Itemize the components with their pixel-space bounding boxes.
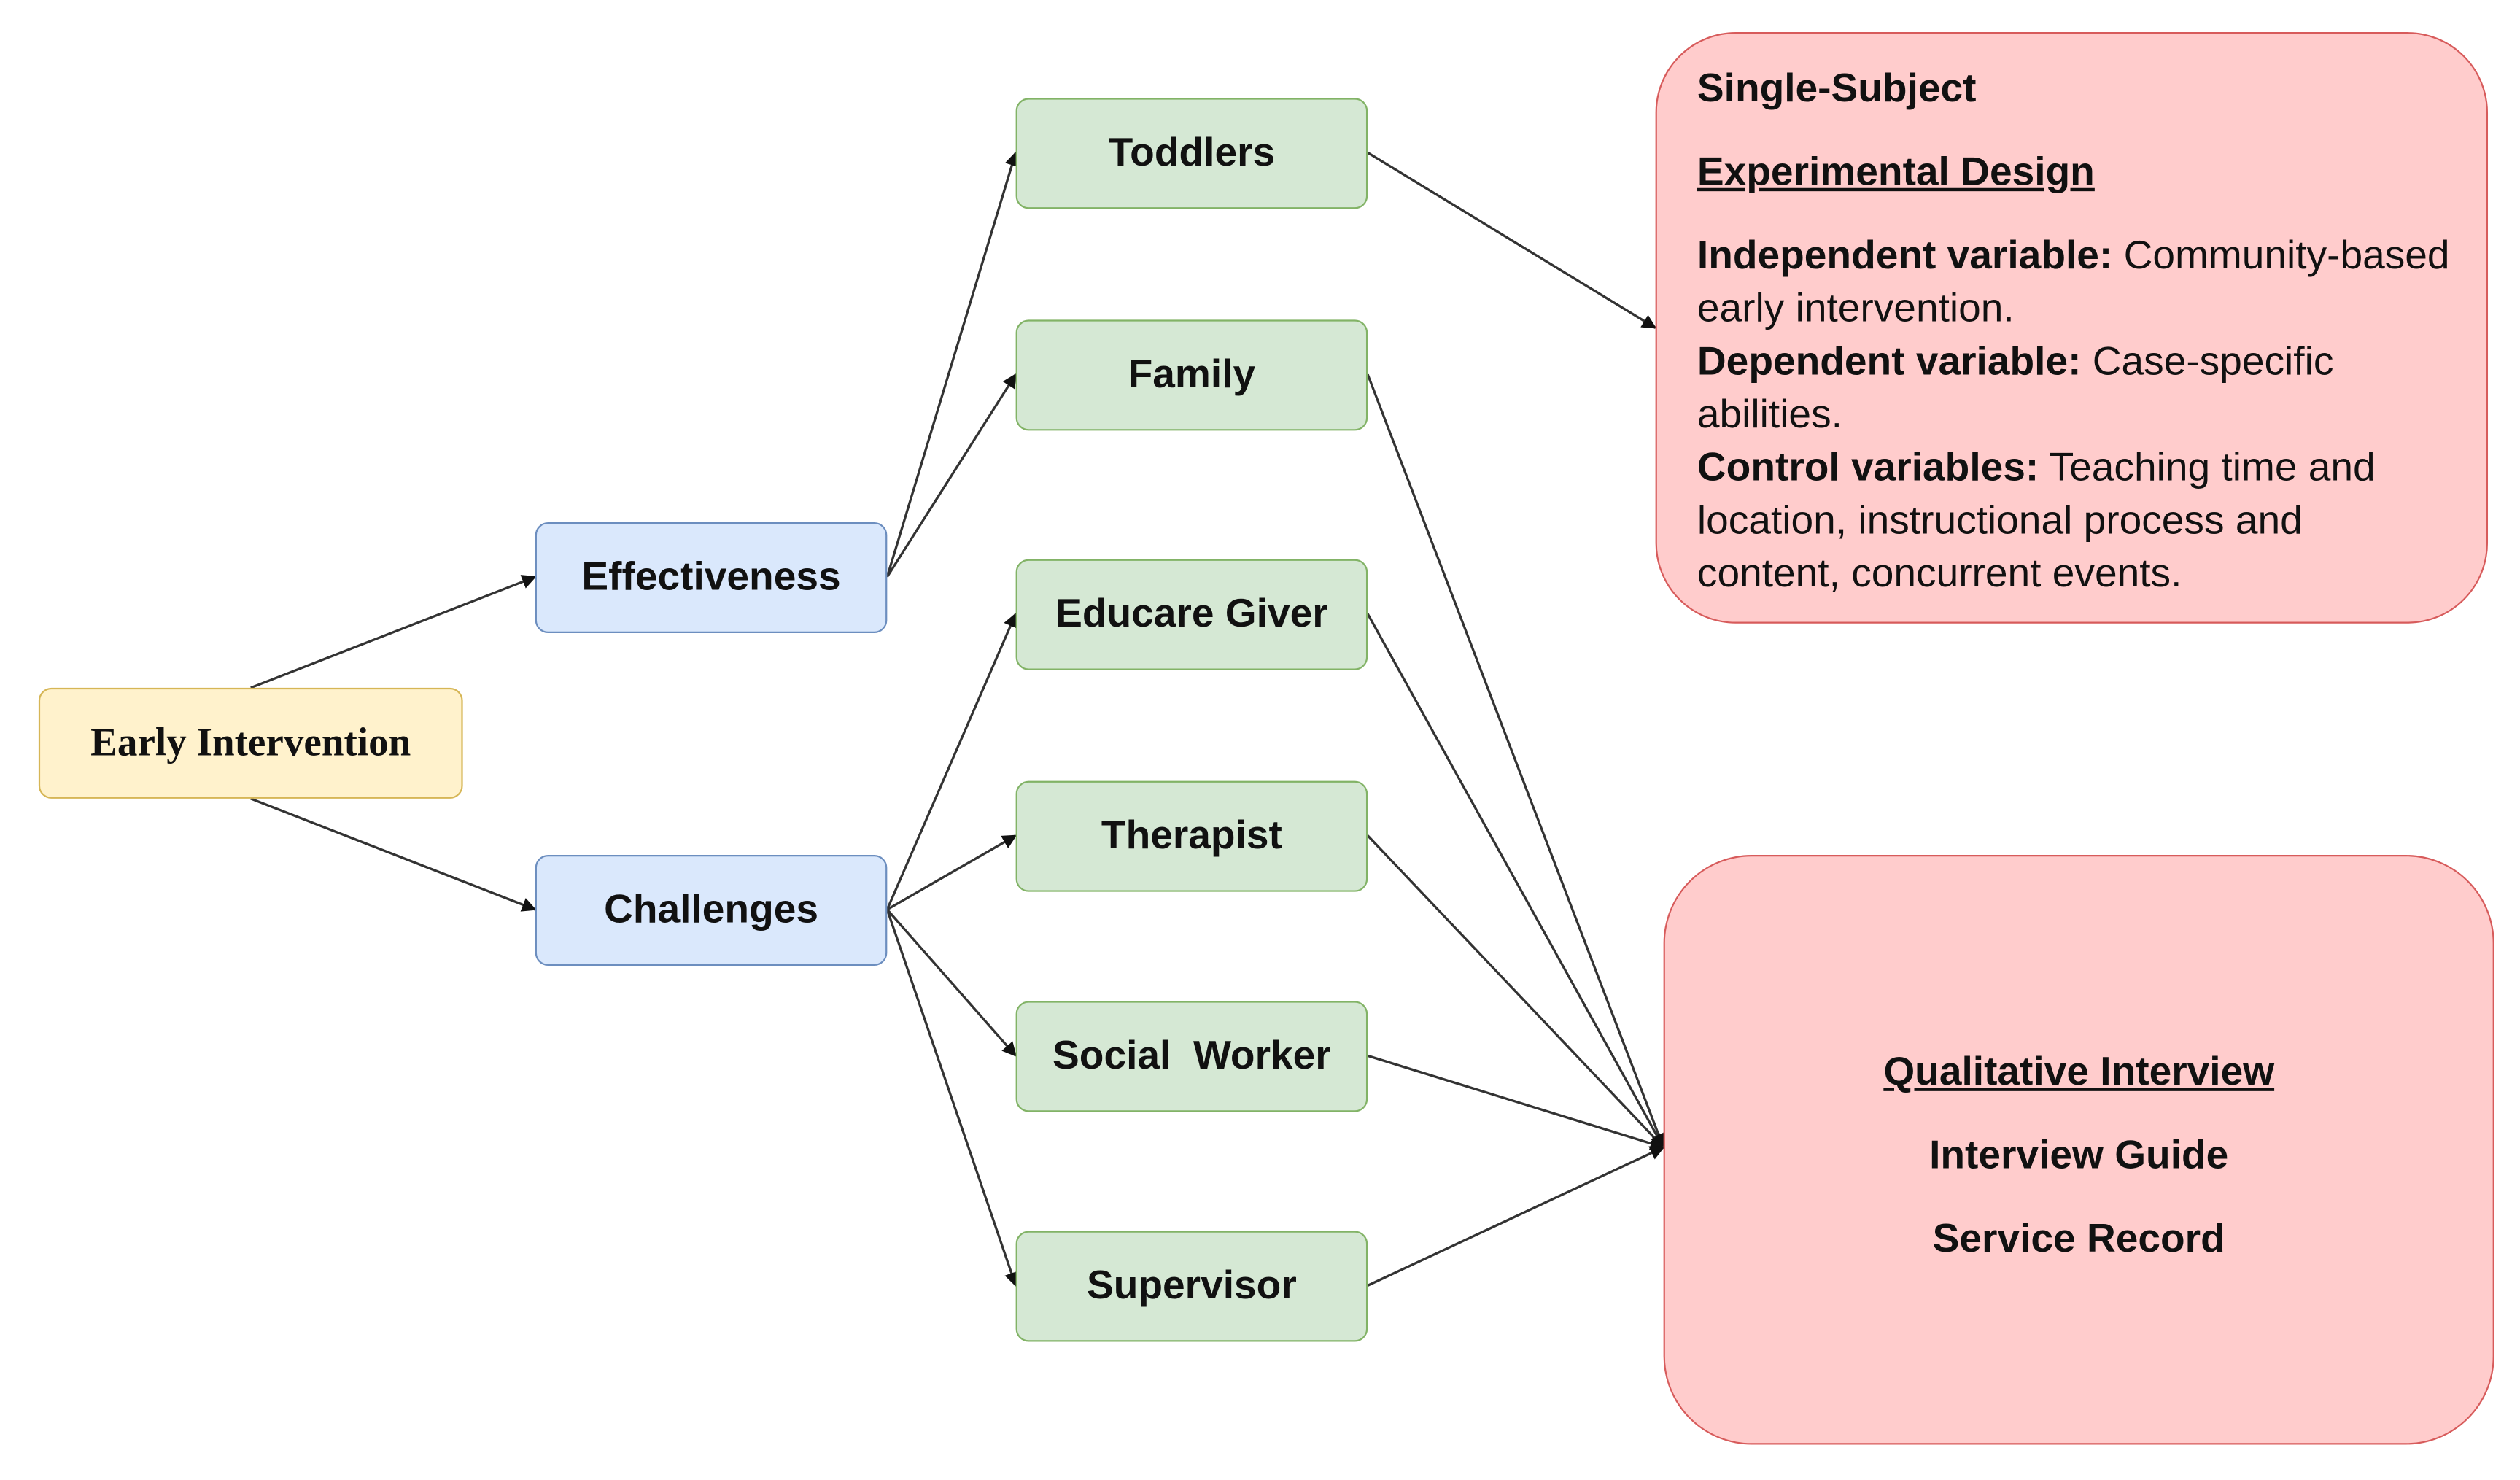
edge-supervisor-to-interview (1367, 1146, 1665, 1287)
node-educare-giver: Educare Giver (1015, 559, 1368, 670)
edge-challenges-to-social-worker (886, 908, 1017, 1057)
edge-challenges-to-educare (885, 612, 1017, 910)
independent-variable-label: Independent variable: (1697, 233, 2113, 279)
service-record-label: Service Record (1932, 1215, 2225, 1261)
edge-effectiveness-to-toddlers (885, 151, 1019, 578)
design-title-line1: Single-Subject (1697, 66, 1977, 112)
edge-challenges-to-supervisor (885, 909, 1019, 1287)
interview-title: Qualitative Interview (1883, 1048, 2275, 1094)
single-subject-design-box: Single-Subject Experimental Design Indep… (1655, 32, 2489, 624)
design-title-line2: Experimental Design (1697, 149, 2095, 195)
dependent-variable-label: Dependent variable: (1697, 338, 2082, 384)
edge-family-to-interview (1366, 373, 1666, 1149)
control-variables-text: Control variables: Teaching time and loc… (1697, 442, 2454, 601)
edge-toddlers-to-design (1367, 151, 1657, 329)
control-variables-label: Control variables: (1697, 445, 2039, 490)
control-variables-value: Teaching time and location, instructiona… (1697, 445, 2376, 597)
edge-challenges-to-therapist (886, 834, 1017, 911)
node-early-intervention: Early Intervention (38, 687, 463, 799)
edge-early-to-effectiveness (250, 575, 537, 689)
edge-effectiveness-to-family (885, 373, 1017, 578)
edge-early-to-challenges (250, 797, 537, 912)
dependent-variable-value: Case-specific abilities. (1697, 338, 2334, 438)
dependent-variable-text: Dependent variable: Case-specific abilit… (1697, 336, 2454, 441)
edge-therapist-to-interview (1366, 834, 1664, 1149)
qualitative-interview-box: Qualitative Interview Interview Guide Se… (1663, 854, 2494, 1445)
interview-guide-label: Interview Guide (1929, 1132, 2229, 1177)
node-challenges: Challenges (535, 854, 888, 966)
node-toddlers: Toddlers (1015, 98, 1368, 209)
independent-variable-text: Independent variable: Community-based ea… (1697, 230, 2454, 336)
independent-variable-value: Community-based early intervention. (1697, 233, 2450, 331)
edge-educare-to-interview (1366, 613, 1665, 1149)
node-social-worker: Social Worker (1015, 1001, 1368, 1112)
edge-social-worker-to-interview (1367, 1054, 1665, 1151)
node-family: Family (1015, 319, 1368, 431)
node-supervisor: Supervisor (1015, 1231, 1368, 1342)
node-therapist: Therapist (1015, 780, 1368, 892)
node-effectiveness: Effectiveness (535, 522, 888, 633)
